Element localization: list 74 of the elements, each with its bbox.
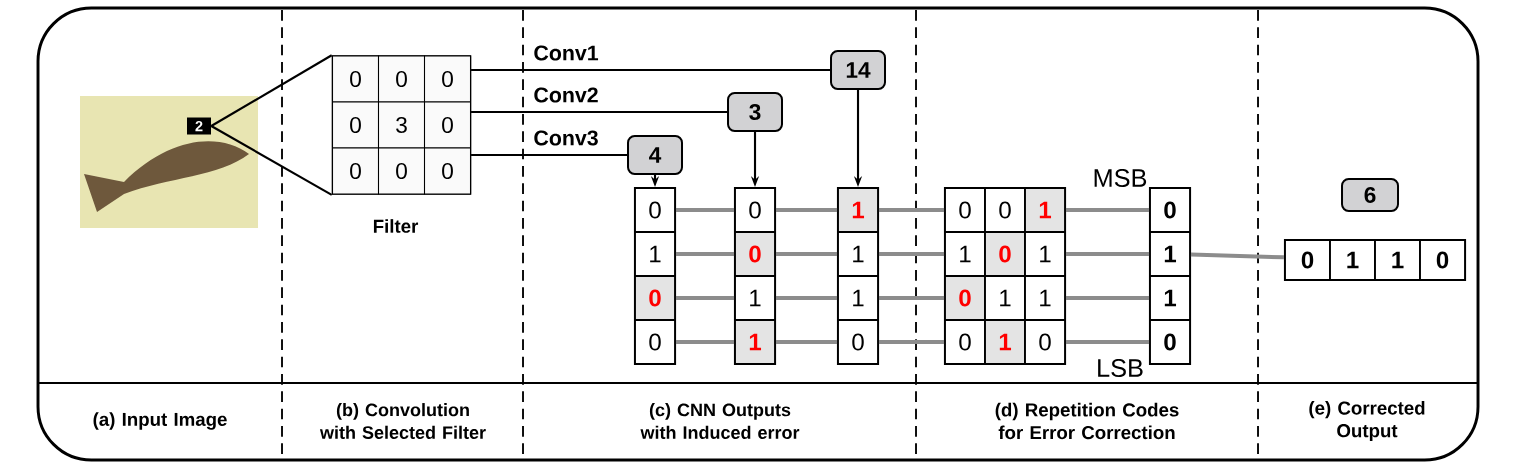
- value-badge: 3: [727, 92, 783, 132]
- bit-cell: 1: [984, 319, 1026, 365]
- connector-line: [471, 110, 727, 114]
- connector-line: [878, 296, 945, 300]
- grid-cell: 3: [377, 101, 426, 149]
- bit-label: MSB: [1094, 169, 1147, 187]
- bit-cell: 0: [1149, 187, 1191, 233]
- bit-cell: 1: [1149, 231, 1191, 277]
- bit-cell: 0: [634, 275, 676, 321]
- grid-cell: 0: [423, 101, 472, 149]
- caption-label: (b) Convolution with Selected Filter: [319, 403, 486, 439]
- grid-cell: 0: [331, 55, 380, 103]
- caption-label: (e) Corrected Output: [1309, 400, 1425, 442]
- connector-line: [1065, 340, 1150, 344]
- bit-cell: 0: [1024, 319, 1066, 365]
- connector-line: [675, 208, 735, 212]
- connector-line: [878, 252, 945, 256]
- caption-label: Filter: [373, 219, 419, 233]
- bit-cell: 1: [734, 319, 776, 365]
- bit-cell: 0: [984, 231, 1026, 277]
- connector-line: [775, 296, 838, 300]
- bit-cell: 1: [1024, 275, 1066, 321]
- connector-line: [210, 54, 333, 127]
- bit-cell: 1: [734, 275, 776, 321]
- value-badge: 6: [1341, 178, 1399, 212]
- bit-cell: 1: [837, 231, 879, 277]
- bit-cell: 0: [837, 319, 879, 365]
- grid-cell: 0: [423, 55, 472, 103]
- edge-label: Conv2: [532, 86, 600, 104]
- bit-cell: 0: [1149, 319, 1191, 365]
- grid-cell: 0: [331, 101, 380, 149]
- bit-cell: 1: [1024, 187, 1066, 233]
- caption-label: (a) Input Image: [93, 412, 227, 430]
- grid-cell: 0: [331, 147, 380, 195]
- grid-cell: 0: [377, 55, 426, 103]
- grid-cell: 0: [377, 147, 426, 195]
- bit-cell: 1: [837, 187, 879, 233]
- bit-cell: 1: [944, 231, 986, 277]
- edge-label: Conv1: [532, 44, 600, 62]
- bit-cell: 0: [634, 187, 676, 233]
- connector-line: [775, 208, 838, 212]
- bit-cell: 0: [734, 187, 776, 233]
- bit-cell: 0: [634, 319, 676, 365]
- bit-cell: 1: [1149, 275, 1191, 321]
- bit-cell: 1: [984, 275, 1026, 321]
- bit-cell: 0: [984, 187, 1026, 233]
- connector-line: [210, 125, 333, 196]
- bit-cell: 1: [1024, 231, 1066, 277]
- connector-line: [1065, 252, 1150, 256]
- edge-label: Conv3: [532, 129, 600, 147]
- caption-label: (d) Repetition Codes for Error Correction: [995, 402, 1179, 440]
- connector-line: [675, 340, 735, 344]
- value-badge: 4: [627, 135, 683, 175]
- value-badge: 14: [830, 50, 886, 90]
- connector-line: [878, 208, 945, 212]
- bit-cell: 1: [837, 275, 879, 321]
- bit-cell: 0: [944, 187, 986, 233]
- connector-line: [675, 296, 735, 300]
- bit-cell: 0: [734, 231, 776, 277]
- bit-cell: 0: [944, 319, 986, 365]
- connector-line: [1065, 296, 1150, 300]
- bit-cell: 0: [944, 275, 986, 321]
- connector-line: [775, 340, 838, 344]
- connector-line: [775, 252, 838, 256]
- connector-line: [1065, 208, 1150, 212]
- caption-label: (c) CNN Outputs with Induced error: [640, 403, 800, 439]
- bit-label: LSB: [1098, 359, 1143, 377]
- connector-line: [1190, 252, 1284, 260]
- connector-line: [675, 252, 735, 256]
- connector-line: [878, 340, 945, 344]
- connector-line: [471, 68, 830, 72]
- connector-line: [471, 153, 627, 157]
- bit-cell: 1: [634, 231, 676, 277]
- grid-cell: 0: [423, 147, 472, 195]
